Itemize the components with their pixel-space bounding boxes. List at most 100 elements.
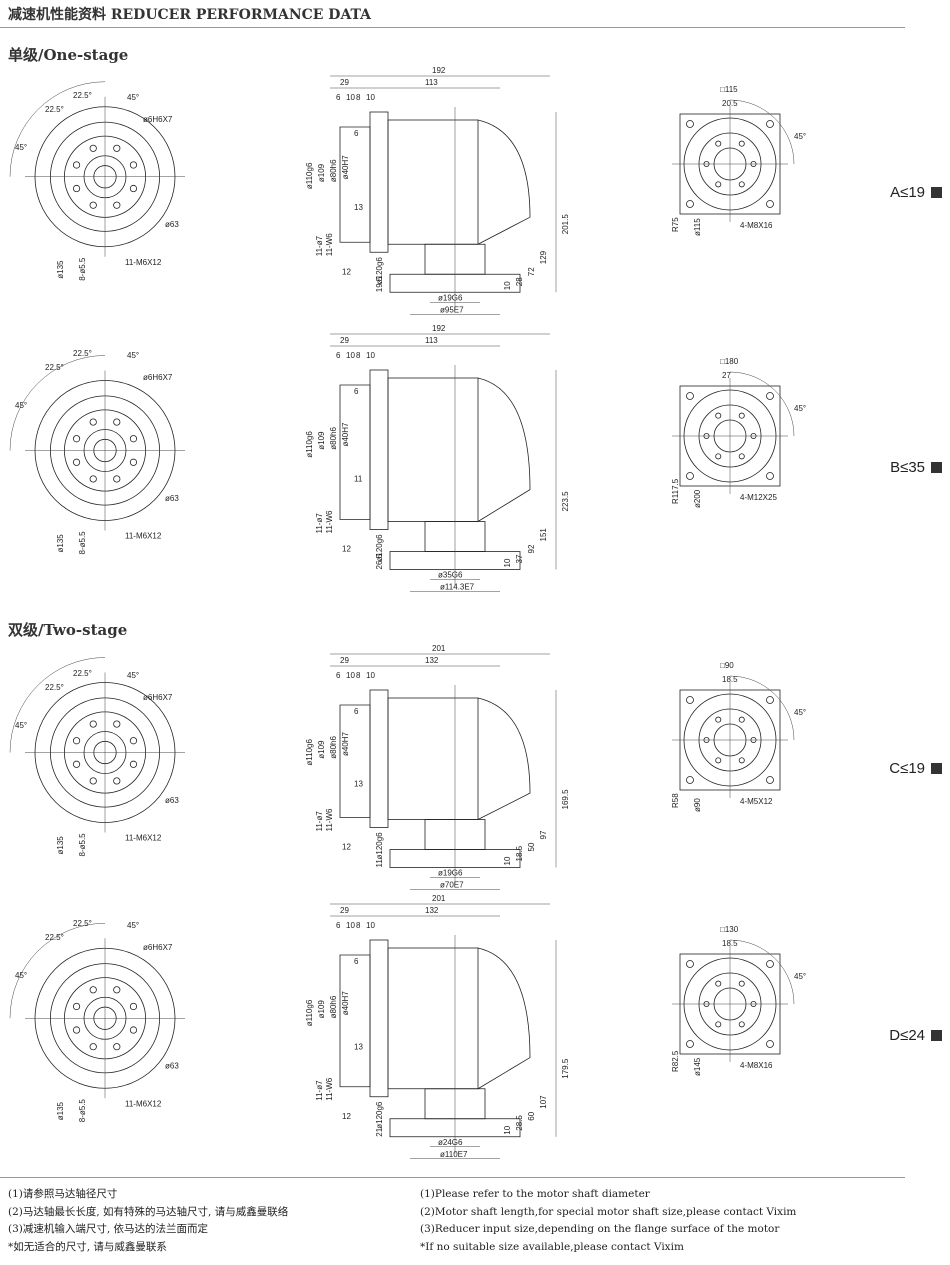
dim-label: 6	[354, 707, 359, 716]
pcd-label: ø135	[56, 1101, 65, 1120]
bolt-hole	[129, 760, 138, 768]
bore-label: ø6H6X7	[143, 693, 173, 702]
dim-height: 169.5	[561, 789, 570, 810]
dim-label: 21	[375, 1127, 384, 1136]
dim-label: ø109	[317, 431, 326, 450]
outer-diameter-label: ø63	[165, 1062, 179, 1071]
bore-label: ø6H6X7	[143, 115, 173, 124]
bolt-hole	[72, 458, 81, 466]
mount-hole	[766, 120, 774, 128]
dim-label: 13	[354, 779, 363, 788]
screw-spec-label: 11-M6X12	[125, 1099, 162, 1108]
angle-label: 45°	[794, 972, 806, 981]
bolt-hole	[113, 475, 121, 483]
dim-label: 50	[527, 842, 536, 851]
hole-spec-label: 8-ø5.5	[78, 531, 87, 555]
dim-label: 10	[346, 921, 355, 930]
bevel-gear-housing	[477, 377, 531, 522]
motor-flange	[339, 384, 371, 520]
dim-overall: 192	[432, 66, 446, 75]
mount-hole	[686, 776, 694, 784]
ratio-label: D≤24	[889, 1026, 925, 1044]
dim-pilot: ø110g6	[305, 162, 314, 189]
header-divider	[0, 27, 905, 28]
mount-hole	[766, 776, 774, 784]
angle-label: 22.5°	[73, 91, 92, 100]
dim-label: 8	[356, 351, 361, 360]
dim-label: 13	[354, 203, 363, 212]
screw-spec-label: 4-M8X16	[740, 221, 773, 230]
dim-square: □90	[720, 661, 734, 670]
dim-label: 11-W6	[325, 808, 334, 832]
bolt-hole	[72, 161, 81, 169]
dim-label: 29	[340, 656, 349, 665]
angle-label: 45°	[15, 971, 27, 980]
dim-label: 10	[366, 921, 375, 930]
dim-label: ø120g6	[375, 534, 384, 562]
angle-label: 45°	[794, 404, 806, 413]
note-cn-3: (3)减速机输入端尺寸, 依马达的法兰面而定	[8, 1223, 209, 1235]
dim-label: 113	[425, 336, 438, 345]
mount-hole	[686, 472, 694, 480]
angle-label: 22.5°	[45, 683, 64, 692]
ratio-rating: D≤24	[889, 1027, 942, 1044]
bolt-hole	[129, 1002, 138, 1011]
dim-output-shaft: ø35G6	[438, 571, 463, 580]
dim-label: ø200	[693, 489, 702, 508]
bolt-hole	[113, 1043, 121, 1051]
bolt-hole	[129, 161, 138, 169]
dim-label: 10	[366, 93, 375, 102]
dim-label: 107	[539, 1095, 548, 1109]
dim-label: ø120g6	[375, 1101, 384, 1129]
bolt-hole	[89, 1043, 97, 1051]
dim-output-flange: ø110E7	[440, 1150, 468, 1159]
dim-label: 8	[356, 921, 361, 930]
dim-label: ø109	[317, 740, 326, 759]
dim-label: 29	[340, 906, 349, 915]
dim-label: 18.5	[722, 939, 738, 948]
bolt-hole	[113, 418, 121, 426]
dim-output-flange: ø95E7	[440, 305, 464, 314]
dim-label: ø120g6	[375, 832, 384, 860]
dim-label: ø40H7	[341, 991, 350, 1016]
hole-spec-label: 8-ø5.5	[78, 833, 87, 857]
mount-hole	[686, 696, 694, 704]
bevel-gear-housing	[477, 697, 531, 820]
dim-label: 6	[354, 387, 359, 396]
dim-label: 18.5	[722, 675, 738, 684]
hole-spec-label: 8-ø5.5	[78, 257, 87, 281]
bolt-hole	[113, 986, 121, 994]
ratio-label: C≤19	[889, 760, 925, 777]
dim-output-flange: ø70E7	[440, 881, 464, 890]
bolt-hole	[129, 1026, 138, 1034]
angle-label: 45°	[15, 721, 27, 730]
bolt-hole	[129, 458, 138, 466]
dim-label: R75	[671, 217, 680, 232]
bolt-hole	[72, 184, 81, 193]
motor-flange	[339, 126, 371, 243]
dim-label: 151	[539, 528, 548, 542]
bolt-hole	[72, 1002, 81, 1011]
dim-label: 6	[354, 957, 359, 966]
dim-label: ø80h6	[329, 427, 338, 450]
dim-label: 20.5	[722, 99, 738, 108]
dim-label: 11-ø7	[315, 811, 324, 832]
mount-hole	[686, 200, 694, 208]
square-bullet-icon	[931, 462, 942, 474]
dim-label: 129	[539, 250, 548, 264]
dim-label: 10	[346, 351, 355, 360]
note-cn-2: (2)马达轴最长长度, 如有特殊的马达轴尺寸, 请与威鑫曼联络	[8, 1205, 289, 1218]
dim-overall: 192	[432, 324, 446, 333]
dim-label: 11-ø7	[315, 513, 324, 534]
hole-spec-label: 8-ø5.5	[78, 1099, 87, 1123]
bolt-hole	[89, 418, 97, 426]
dim-overall: 201	[432, 644, 446, 653]
